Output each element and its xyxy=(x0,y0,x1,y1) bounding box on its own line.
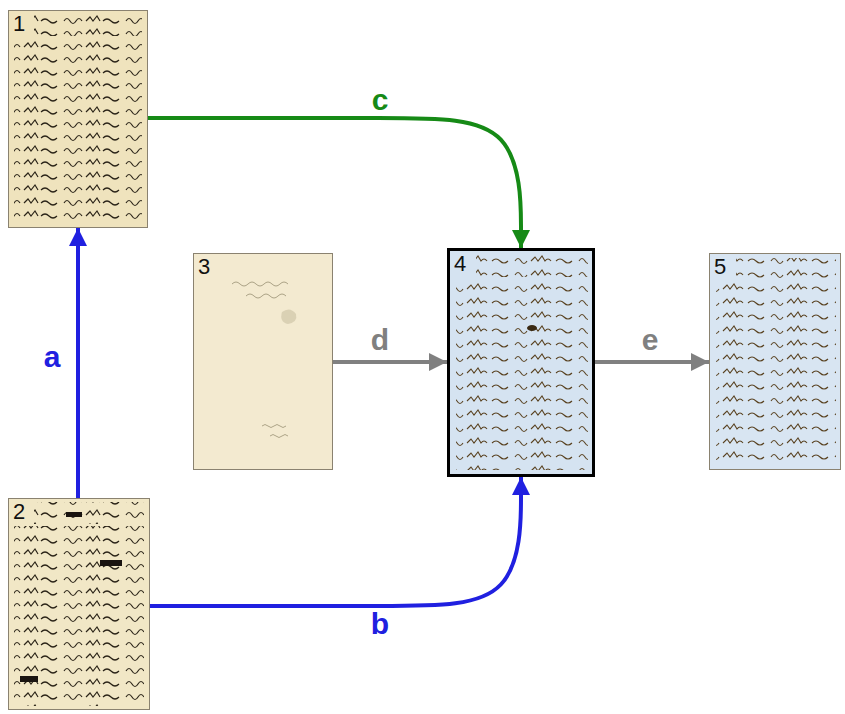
page-paper xyxy=(447,248,595,477)
page-number: 2 xyxy=(10,500,28,524)
handwriting xyxy=(736,258,836,280)
handwriting xyxy=(14,526,144,706)
ink-blot xyxy=(100,560,122,566)
handwriting xyxy=(34,14,142,36)
arrow-connector xyxy=(150,477,521,606)
handwriting xyxy=(716,282,836,464)
manuscript-page: 1 xyxy=(8,10,148,228)
manuscript-page: 5 xyxy=(709,253,841,470)
page-paper xyxy=(8,498,150,710)
manuscript-page: 4 xyxy=(447,248,595,477)
handwriting xyxy=(476,255,588,277)
stain xyxy=(281,309,296,324)
edge-letter: b xyxy=(368,608,392,640)
page-paper xyxy=(709,253,841,470)
page-number: 4 xyxy=(451,252,469,276)
handwriting xyxy=(14,38,142,222)
arrow-connector xyxy=(148,118,521,248)
manuscript-page: 3 xyxy=(193,253,333,470)
arrow-connector xyxy=(76,228,80,498)
page-number: 3 xyxy=(195,255,213,279)
arrow-connector xyxy=(595,360,709,364)
ink-blot xyxy=(527,325,537,331)
faint-writing xyxy=(232,282,288,438)
page-number: 1 xyxy=(10,12,28,36)
page-paper xyxy=(193,253,333,470)
manuscript-page: 2 xyxy=(8,498,150,710)
ink-blot xyxy=(20,676,38,682)
edge-letter: e xyxy=(639,324,662,356)
page-paper xyxy=(8,10,148,228)
handwriting xyxy=(34,502,144,524)
edge-letter: d xyxy=(368,324,392,356)
arrow-connector xyxy=(333,360,447,364)
ink-blot xyxy=(66,512,82,517)
page-number: 5 xyxy=(711,255,729,279)
handwriting xyxy=(456,280,588,470)
edge-letter: a xyxy=(41,341,64,373)
edge-letter: c xyxy=(369,84,392,116)
